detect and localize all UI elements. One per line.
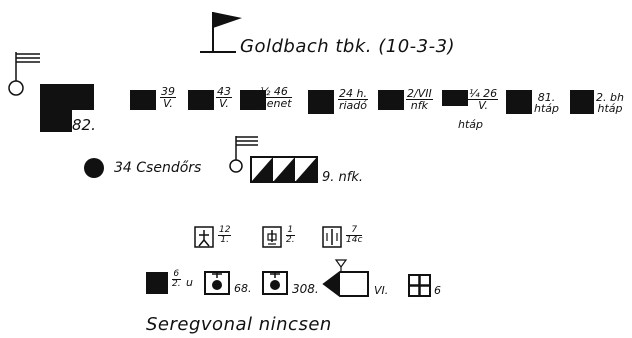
unit-number: 24 h. <box>338 87 368 100</box>
unit-detail: V. <box>163 97 173 110</box>
unit-symbol <box>188 90 214 110</box>
gendarmerie-dot-icon <box>84 158 104 178</box>
unit-fraction: 39 V. <box>160 86 176 109</box>
unit-symbol <box>308 90 334 114</box>
symbol-label: 308. <box>292 282 319 296</box>
battery-symbol <box>250 156 318 183</box>
unit-detail: htáp <box>597 102 623 115</box>
boxed-dot-icon <box>262 271 288 295</box>
main-unit-symbol <box>40 84 94 132</box>
symbol-detail: 1. <box>220 235 230 245</box>
main-unit-label: 82. <box>72 116 96 134</box>
symbol-detail: 2. <box>286 235 295 245</box>
symbol-detail: 14c <box>346 235 363 245</box>
symbol-fraction: 7 14c <box>346 226 363 245</box>
boxed-figure-icon <box>322 226 342 248</box>
unit-symbol <box>130 90 156 110</box>
unit-number: ¼ 26 <box>468 87 499 100</box>
unit-detail: nfk <box>410 99 428 112</box>
unit-symbol <box>442 90 468 106</box>
symbol-label: 6 <box>434 284 441 297</box>
unit-symbol <box>146 272 168 294</box>
symbol-number: 12 <box>218 225 232 236</box>
unit-number: ½ 46 <box>256 86 292 98</box>
pennant-icon <box>8 52 40 96</box>
footer-note: Seregvonal nincsen <box>146 314 332 335</box>
battery-label: 9. nfk. <box>322 170 364 185</box>
unit-detail: V. <box>478 99 488 112</box>
boxed-figure-icon <box>194 226 214 248</box>
boxed-dot-icon <box>204 271 230 295</box>
unit-fraction: ¼ 26 V. <box>468 87 499 112</box>
battery-pennant-icon <box>229 136 258 173</box>
symbol-fraction: 12 1. <box>218 225 232 245</box>
unit-number: 81. <box>537 91 556 104</box>
unit-symbol <box>378 90 404 110</box>
symbol-fraction: 1 2. <box>286 226 295 245</box>
unit-detail: htáp <box>534 102 560 115</box>
unit-symbol <box>506 90 532 114</box>
symbol-label: 68. <box>234 282 252 295</box>
arrow-pennant-icon <box>322 259 369 297</box>
hq-label: Goldbach tbk. (10-3-3) <box>240 36 456 57</box>
symbol-number: 1 <box>286 225 295 236</box>
unit-detail: menet <box>256 97 292 110</box>
symbol-suffix: u <box>186 276 193 289</box>
symbol-label: VI. <box>374 284 389 297</box>
unit-symbol <box>240 90 266 110</box>
unit-number: 39 <box>160 85 176 98</box>
unit-subtitle: htáp <box>458 118 484 131</box>
unit-fraction: ½ 46 menet <box>256 86 292 109</box>
symbol-detail: 2. <box>172 279 181 289</box>
unit-number: 2/VII <box>406 87 433 100</box>
boxed-figure-icon <box>262 226 282 248</box>
gendarmerie-label: 34 Csendőrs <box>114 160 202 176</box>
symbol-fraction: 6 2. <box>172 270 181 289</box>
unit-fraction: 2. bh htáp <box>596 92 624 114</box>
unit-number: 2. bh <box>596 91 624 104</box>
unit-fraction: 81. htáp <box>534 92 559 114</box>
unit-detail: riadó <box>338 99 367 112</box>
unit-fraction: 43 V. <box>216 86 232 109</box>
symbol-number: 6 <box>172 269 181 280</box>
hq-flag-icon <box>200 12 242 53</box>
unit-fraction: 2/VII nfk <box>406 88 433 111</box>
unit-detail: V. <box>219 97 229 110</box>
unit-number: 43 <box>216 85 232 98</box>
unit-fraction: 24 h. riadó <box>338 88 368 111</box>
unit-symbol <box>570 90 594 114</box>
symbol-number: 7 <box>346 226 363 236</box>
boxed-cross-icon <box>408 274 431 297</box>
